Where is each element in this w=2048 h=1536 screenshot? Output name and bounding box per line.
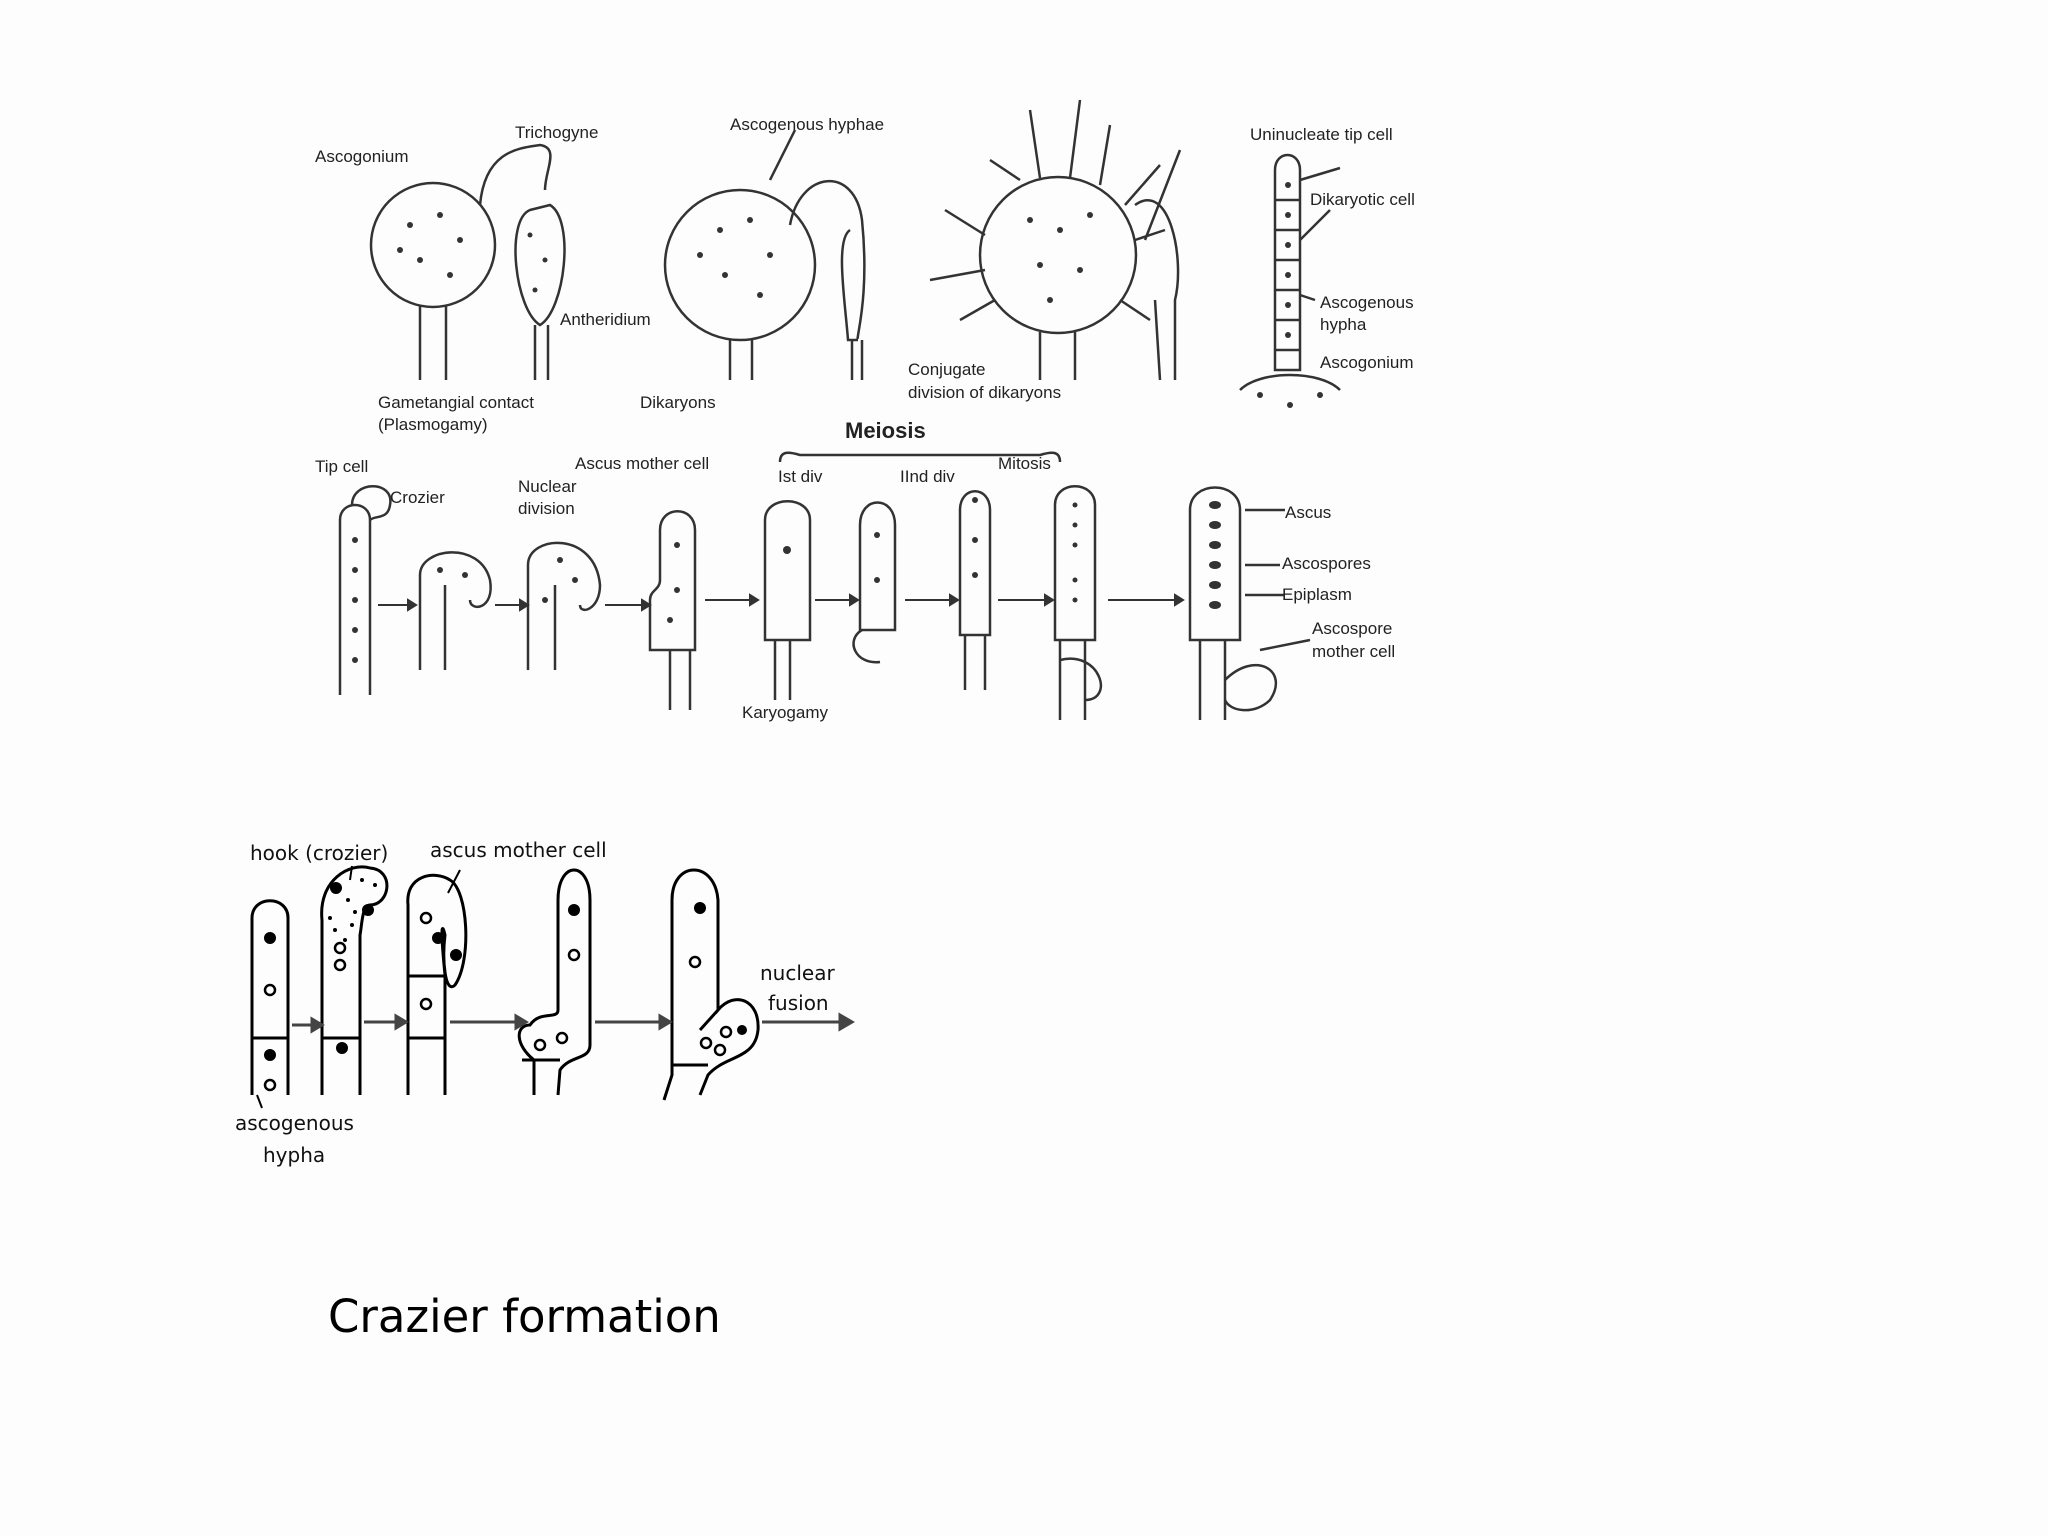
label-ascospore-mc-2: mother cell [1312,642,1395,661]
label-uninucleate-tip-cell: Uninucleate tip cell [1250,125,1393,144]
ascogonium-hyphae-cell [663,188,817,342]
label-epiplasm: Epiplasm [1282,585,1352,604]
label-second-div: IInd div [900,467,955,486]
label-ascogonium: Ascogonium [315,147,409,166]
antheridium-cell [514,203,566,327]
label-dikaryotic-cell: Dikaryotic cell [1310,190,1415,209]
crozier-arrows [292,1012,855,1034]
label-ascogonium-2: Ascogonium [1320,353,1414,372]
label-ascogenous-hypha-1: Ascogenous [1320,293,1414,312]
label-fusion: fusion [768,991,829,1015]
nuclei [263,882,747,1092]
label-ascogenous: ascogenous [235,1111,354,1135]
crozier-formation-diagram [250,865,760,1101]
label-karyogamy: Karyogamy [742,703,828,722]
ascogonium-cell [369,181,497,309]
label-gametangial-contact: Gametangial contact [378,393,534,412]
label-ascospore-mc-1: Ascospore [1312,619,1392,638]
label-ascus: Ascus [1285,503,1331,522]
label-trichogyne: Trichogyne [515,123,598,142]
label-tip-cell: Tip cell [315,457,368,476]
label-antheridium: Antheridium [560,310,651,329]
label-ascus-mother-cell: Ascus mother cell [575,454,709,473]
label-nuclear: nuclear [760,961,835,985]
label-nuclear-1: Nuclear [518,477,577,496]
label-nuclear-2: division [518,499,575,518]
label-plasmogamy: (Plasmogamy) [378,415,488,434]
label-meiosis: Meiosis [845,418,926,443]
dikaryotic-hypha [1273,153,1302,372]
label-ascogenous-hypha-2: hypha [1320,315,1367,334]
mature-ascus [1188,486,1242,642]
label-hook-crozier: hook (crozier) [250,841,388,865]
label-ascus-mother-cell-bottom: ascus mother cell [430,838,607,862]
trichogyne [478,143,552,206]
label-dikaryons: Dikaryons [640,393,716,412]
label-crozier: Crozier [390,488,445,507]
conjugate-division-cell [978,175,1138,335]
label-ascospores: Ascospores [1282,554,1371,573]
label-mitosis: Mitosis [998,454,1051,473]
label-conjugate-2: division of dikaryons [908,383,1061,402]
label-conjugate-1: Conjugate [908,360,986,379]
label-first-div: Ist div [778,467,823,486]
label-hypha: hypha [263,1143,325,1167]
label-ascogenous-hyphae: Ascogenous hyphae [730,115,884,134]
slide-caption: Crazier formation [328,1290,721,1343]
